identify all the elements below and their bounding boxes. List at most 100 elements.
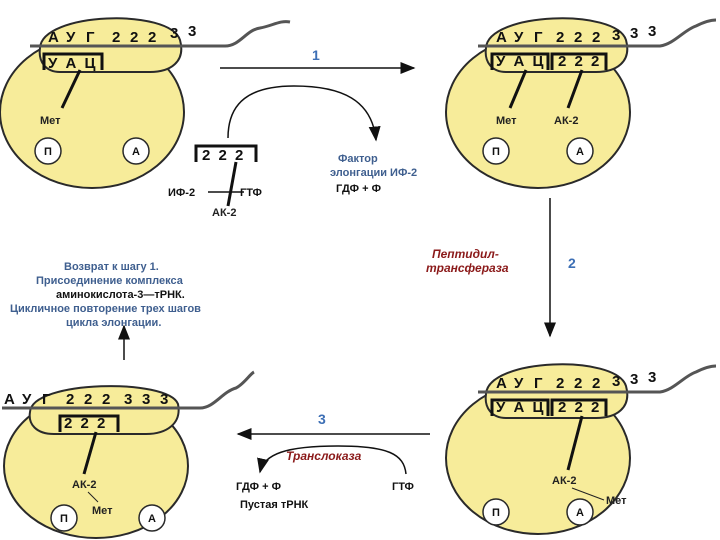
amino-acid-met: Мет (606, 495, 627, 507)
p-site-label: П (44, 146, 52, 158)
mrna-codon: 3 (648, 23, 658, 40)
step-2: Пептидил- трансфераза 2 (426, 198, 576, 338)
mrna-codon: Г (42, 391, 53, 408)
trna-anticodon: 2 2 2 (64, 415, 107, 432)
mrna-codon: 3 (630, 25, 640, 42)
trna-a-site (550, 398, 608, 471)
peptide-bond (87, 491, 99, 503)
mrna-codon: 2 (574, 375, 584, 392)
return-note-line: аминокислота-3—тРНК. (56, 289, 185, 301)
mrna-codon: 2 (130, 29, 140, 46)
a-site (122, 137, 150, 165)
mrna-codon: 2 (84, 391, 94, 408)
return-note-line: цикла элонгации. (66, 317, 161, 329)
mrna-codon: 2 (102, 391, 112, 408)
trna-anticodon: 2 2 2 (558, 399, 601, 416)
mrna-codon: 3 (612, 373, 622, 390)
mrna-codon: Г (534, 29, 545, 46)
translocase-label: Транслоказа (286, 449, 362, 463)
mrna-strand (478, 364, 717, 394)
step-1-factor-label: Фактор (338, 153, 378, 165)
trna-p-site (58, 414, 120, 475)
mrna-codon: 3 (142, 391, 152, 408)
mrna-codon: Г (534, 375, 545, 392)
a-site-label: А (576, 146, 584, 158)
ribosome-small-subunit (28, 385, 180, 435)
mrna-codon: 3 (612, 27, 622, 44)
mrna-codon: У (22, 391, 33, 408)
step-1-number: 1 (312, 47, 320, 63)
incoming-trna-complex: 2 2 2 ИФ-2 ГТФ АК-2 (168, 144, 262, 219)
ribosome-panel-4: А У Г 2 2 2 3 3 3 2 2 2 АК-2 Мет П А (2, 370, 255, 539)
p-site-label: П (492, 507, 500, 519)
step-1-products: ГДФ + Ф (336, 183, 381, 195)
trna-p-site (490, 52, 550, 109)
mrna-codon: 2 (574, 29, 584, 46)
trna-anticodon: У А Ц (496, 53, 545, 70)
if2-label: ИФ-2 (168, 187, 195, 199)
a-site (138, 504, 166, 532)
mrna-codon: Г (86, 29, 97, 46)
mrna-codon: 2 (148, 29, 158, 46)
mrna-codon: 2 (592, 375, 602, 392)
mrna-codon: А (496, 29, 509, 46)
peptide-bond (571, 487, 605, 501)
p-site (34, 137, 62, 165)
amino-acid-met: Мет (92, 505, 113, 517)
return-note-line: Цикличное повторение трех шагов (10, 303, 201, 315)
mrna-codon: 3 (630, 371, 640, 388)
ribosome-panel-2: А У Г 2 2 2 3 3 3 У А Ц 2 2 2 Мет АК-2 П… (445, 17, 717, 189)
amino-acid-met: Мет (496, 115, 517, 127)
gtf-label: ГТФ (392, 481, 414, 493)
return-note-line: Возврат к шагу 1. (64, 261, 159, 273)
mrna-codon: 3 (648, 369, 658, 386)
mrna-strand (478, 18, 717, 48)
mrna-codon: А (48, 29, 61, 46)
trna-a-site (550, 52, 608, 109)
mrna-codon: 3 (160, 391, 170, 408)
p-site-label: П (60, 513, 68, 525)
amino-acid-ak2: АК-2 (554, 115, 578, 127)
step-3-curve-arrow (257, 445, 407, 475)
mrna-codon: 2 (112, 29, 122, 46)
step-1-curve-arrow (227, 85, 381, 142)
amino-acid-met: Мет (40, 115, 61, 127)
p-site (482, 137, 510, 165)
ribosome-panel-3: А У Г 2 2 2 3 3 3 У А Ц 2 2 2 АК-2 Мет П… (445, 363, 717, 535)
p-site (50, 504, 78, 532)
a-site (566, 137, 594, 165)
mrna-codon: 3 (188, 23, 198, 40)
a-site-label: А (148, 513, 156, 525)
gtf-label: ГТФ (240, 187, 262, 199)
peptidyl-transferase-label: трансфераза (426, 261, 509, 275)
mrna-codon: 3 (124, 391, 134, 408)
step-1-factor-label: элонгации ИФ-2 (330, 167, 417, 179)
trna-anticodon: У А Ц (496, 399, 545, 416)
a-site (566, 498, 594, 526)
incoming-trna (194, 144, 258, 207)
step-2-number: 2 (568, 255, 576, 271)
mrna-codon: А (496, 375, 509, 392)
trna-anticodon: 2 2 2 (558, 53, 601, 70)
return-to-step-1: Возврат к шагу 1. Присоединение комплекс… (10, 261, 201, 360)
empty-trna-label: Пустая тРНК (240, 499, 309, 511)
p-site-label: П (492, 146, 500, 158)
step-3-number: 3 (318, 411, 326, 427)
trna-anticodon: У А Ц (48, 55, 97, 72)
amino-acid-ak2: АК-2 (72, 479, 96, 491)
mrna-codon: У (514, 375, 525, 392)
mrna-codon: А (4, 391, 17, 408)
mrna-strand (30, 20, 291, 48)
return-note-line: Присоединение комплекса (36, 275, 184, 287)
step-1: 1 Фактор элонгации ИФ-2 ГДФ + Ф (220, 47, 417, 195)
p-site (482, 498, 510, 526)
trna-p-site (42, 52, 104, 109)
a-site-label: А (132, 146, 140, 158)
mrna-strand (2, 370, 255, 410)
amino-acid-ak2: АК-2 (552, 475, 576, 487)
step-3-products: ГДФ + Ф (236, 481, 281, 493)
peptidyl-transferase-label: Пептидил- (432, 247, 499, 261)
mrna-codon: 2 (556, 375, 566, 392)
mrna-codon: 3 (170, 25, 180, 42)
